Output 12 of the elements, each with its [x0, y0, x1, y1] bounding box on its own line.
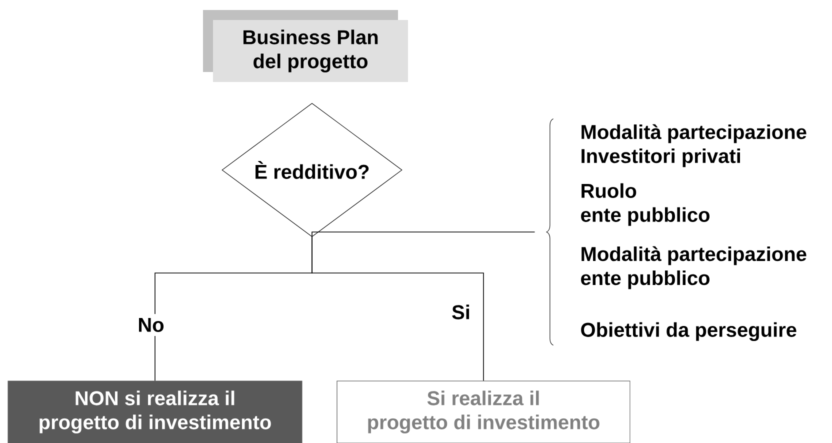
side-note: Obiettivi da perseguire	[581, 322, 796, 341]
side-note: Modalità partecipazione Investitori privati	[582, 124, 806, 168]
result-box: NON si realizza il progetto di investimento	[8, 380, 302, 443]
connector-line	[312, 232, 536, 238]
edge-label: Si	[448, 300, 474, 324]
side-note: Ruolo ente pubblico	[581, 183, 710, 226]
side-note: Modalità partecipazione ente pubblico	[581, 246, 806, 290]
connector-line	[312, 236, 484, 382]
brace	[546, 118, 554, 346]
result-box: Si realizza il progetto di investimento	[336, 380, 630, 443]
edge-label: No	[134, 314, 168, 336]
process-box: Business Plan del progetto	[203, 10, 408, 82]
